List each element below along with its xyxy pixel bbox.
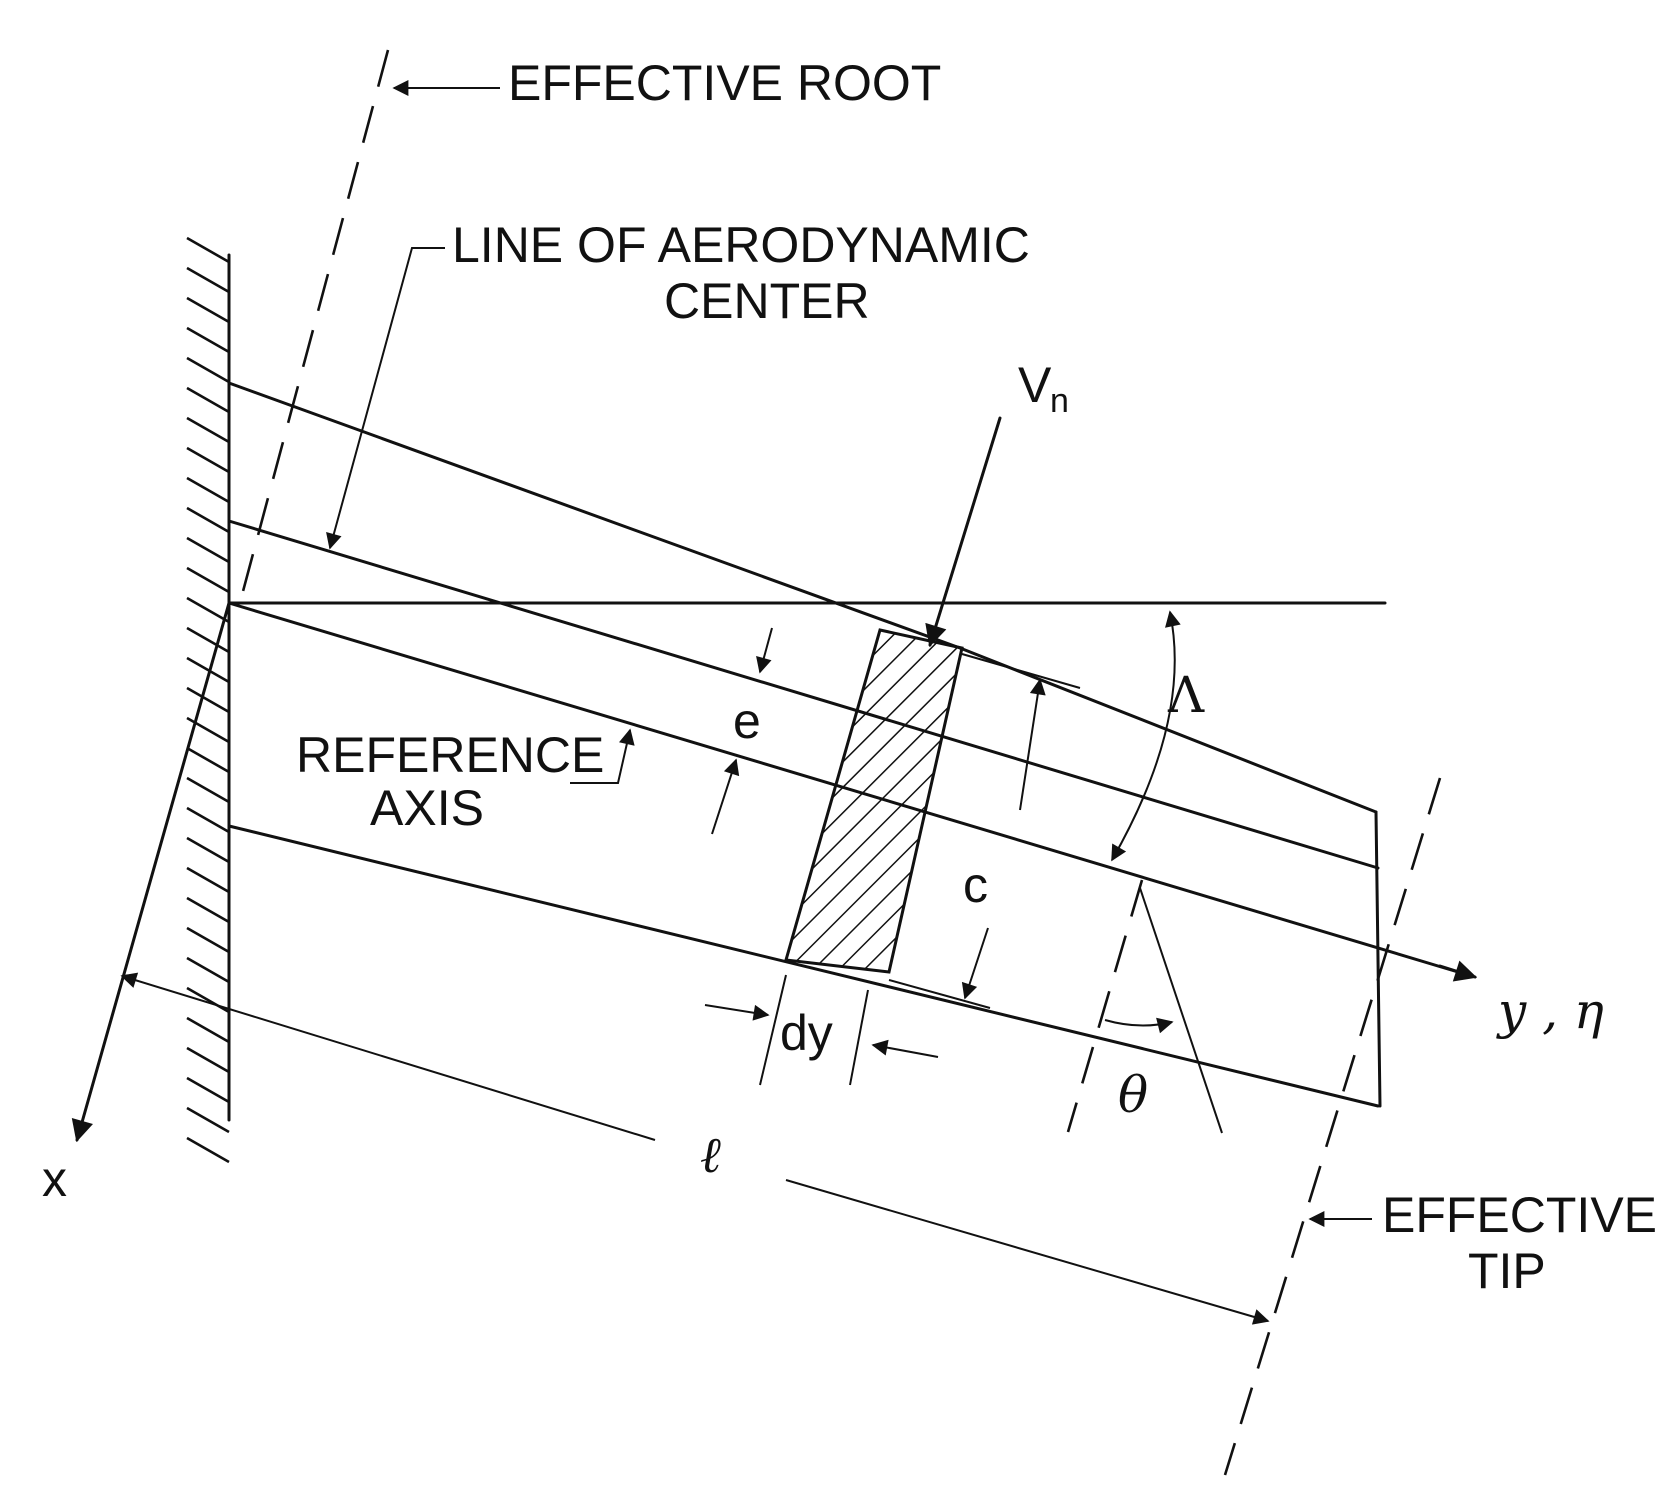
aero-center-label-line1: LINE OF AERODYNAMIC	[452, 217, 1030, 273]
e-label: e	[733, 693, 761, 749]
theta-arc	[1104, 1017, 1174, 1034]
vn-arrow	[925, 416, 1002, 648]
c-label: c	[963, 857, 988, 913]
span-dim-left	[120, 972, 656, 1141]
effective-tip-label-line1: EFFECTIVE	[1382, 1187, 1657, 1243]
dy-arrow-left	[704, 1004, 770, 1021]
c-dim-line-bottom	[961, 927, 989, 1000]
e-dim-upper	[756, 627, 773, 674]
y-axis-label: y , η	[1496, 982, 1604, 1040]
c-ext-bottom	[888, 979, 991, 1009]
tip-chord	[1374, 810, 1382, 1108]
reference-axis-leader	[570, 728, 635, 784]
root-wall	[186, 236, 231, 1164]
trailing-edge	[227, 824, 1380, 1108]
reference-axis-label-line2: AXIS	[370, 780, 484, 836]
c-ext-top	[961, 653, 1081, 689]
theta-line-2	[1139, 887, 1223, 1134]
lambda-label: Λ	[1167, 666, 1205, 724]
lambda-arc	[1111, 610, 1181, 862]
vn-label: V	[1018, 357, 1052, 413]
theta-label: θ	[1118, 1066, 1148, 1124]
x-axis	[71, 601, 231, 1143]
effective-root-label: EFFECTIVE ROOT	[508, 55, 941, 111]
aero-center-leader	[326, 247, 445, 550]
c-dim-line-top	[1019, 678, 1046, 811]
y-axis	[1438, 960, 1478, 982]
dy-ext-right	[849, 989, 869, 1086]
dy-arrow-right	[871, 1039, 939, 1058]
effective-tip-line	[1223, 777, 1442, 1476]
span-dim-right	[785, 1179, 1270, 1325]
wall-hatching	[186, 236, 230, 1164]
dy-label: dy	[780, 1005, 833, 1061]
hatched-strip-dy	[784, 628, 964, 974]
vn-subscript: n	[1050, 382, 1069, 420]
effective-root-line	[236, 49, 390, 611]
theta-line-1	[1066, 879, 1144, 1133]
x-axis-label: x	[42, 1151, 67, 1207]
e-dim-lower	[711, 758, 740, 835]
dy-ext-left	[759, 974, 787, 1086]
effective-tip-label-line2: TIP	[1468, 1243, 1546, 1299]
span-label: ℓ	[700, 1126, 721, 1184]
aero-center-label-line2: CENTER	[664, 273, 870, 329]
aerodynamic-center-line	[227, 519, 1380, 870]
reference-axis-label-line1: REFERENCE	[296, 727, 604, 783]
